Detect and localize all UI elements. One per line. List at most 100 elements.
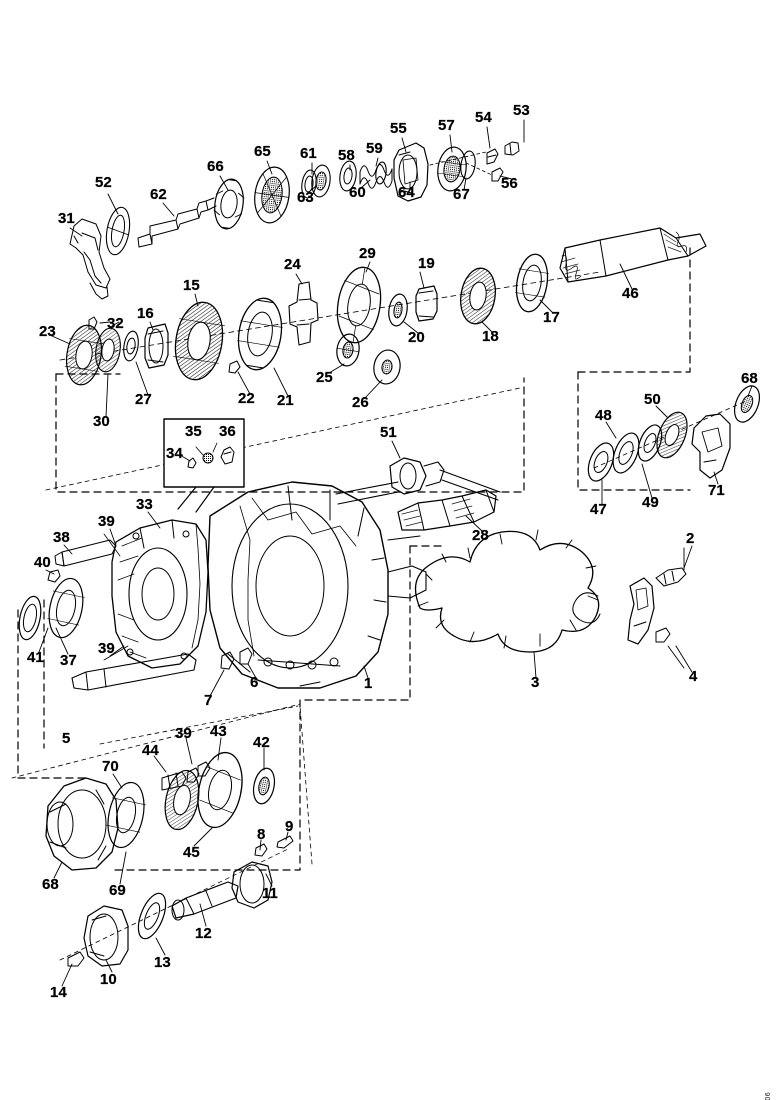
part-23-gear <box>64 324 104 386</box>
part-9-pin <box>276 835 294 849</box>
callout-38: 38 <box>53 529 70 546</box>
callout-23: 23 <box>39 323 56 340</box>
callout-68: 68 <box>741 370 758 387</box>
part-10-flange <box>83 905 129 967</box>
callout-49: 49 <box>642 494 659 511</box>
callout-21: 21 <box>277 392 294 409</box>
part-70-yoke <box>45 777 119 871</box>
callout-18: 18 <box>482 328 499 345</box>
callout-28: 28 <box>472 527 489 544</box>
part-63-hub <box>311 164 331 198</box>
callout-8: 8 <box>257 826 266 843</box>
part-39-lower-bolt <box>186 767 200 783</box>
callout-29: 29 <box>359 245 376 262</box>
detail-callout-box <box>163 418 245 513</box>
part-40-bolt <box>47 569 61 583</box>
callout-20: 20 <box>408 329 425 346</box>
callout-14: 14 <box>50 984 67 1001</box>
callout-41: 41 <box>27 649 44 666</box>
callout-47: 47 <box>590 501 607 518</box>
callout-3: 3 <box>531 674 540 691</box>
part-18-bearing <box>459 267 497 325</box>
callout-43: 43 <box>210 723 227 740</box>
callout-40: 40 <box>34 554 51 571</box>
part-62-shaft <box>137 197 217 248</box>
callout-33: 33 <box>136 496 153 513</box>
part-57-gear <box>437 146 467 192</box>
part-1-main-housing <box>207 481 427 689</box>
callout-39: 39 <box>98 513 115 530</box>
callout-57: 57 <box>438 117 455 134</box>
callout-59: 59 <box>366 140 383 157</box>
callout-65: 65 <box>254 143 271 160</box>
part-24-shift-fork <box>288 281 319 346</box>
callout-64: 64 <box>398 184 415 201</box>
callout-6: 6 <box>250 674 259 691</box>
callout-12: 12 <box>195 925 212 942</box>
part-32-clip <box>88 316 111 330</box>
callout-19: 19 <box>418 255 435 272</box>
part-71-yoke <box>691 413 731 479</box>
callout-17: 17 <box>543 309 560 326</box>
callout-24: 24 <box>284 256 301 273</box>
diagram-id-code: 1592806 <box>765 1092 772 1100</box>
part-26-disc <box>373 349 401 385</box>
group-upper-left-dashed <box>55 373 525 493</box>
callout-62: 62 <box>150 186 167 203</box>
callout-55: 55 <box>390 120 407 137</box>
group-lower-left-dashed <box>17 599 89 779</box>
part-47-ring <box>587 442 615 482</box>
callout-42: 42 <box>253 734 270 751</box>
part-48-ring <box>612 432 640 474</box>
part-5-shaft <box>71 653 197 691</box>
part-41-ring <box>18 595 42 641</box>
callout-27: 27 <box>135 391 152 408</box>
callout-58: 58 <box>338 147 355 164</box>
callout-36: 36 <box>219 423 236 440</box>
part-31-shift-fork <box>69 218 111 300</box>
callout-39c: 39 <box>175 725 192 742</box>
part-29-hub <box>336 266 382 344</box>
callout-39b: 39 <box>98 640 115 657</box>
callout-25: 25 <box>316 369 333 386</box>
callout-68b: 68 <box>42 876 59 893</box>
part-53-bolt <box>504 141 520 156</box>
callout-48: 48 <box>595 407 612 424</box>
callout-11: 11 <box>262 885 278 902</box>
callout-7: 7 <box>204 692 213 709</box>
part-6-fastener <box>239 647 253 665</box>
callout-32: 32 <box>107 315 124 332</box>
callout-70: 70 <box>102 758 119 775</box>
part-8-clip <box>254 843 268 857</box>
part-33-front-housing <box>111 519 209 669</box>
callout-52: 52 <box>95 174 112 191</box>
part-50-bearing <box>656 411 688 459</box>
part-45-gear <box>197 751 243 829</box>
part-60-washer <box>375 161 387 185</box>
callout-60: 60 <box>349 184 366 201</box>
callout-67: 67 <box>453 186 470 203</box>
callout-35: 35 <box>185 423 202 440</box>
part-16-bearing <box>144 323 169 369</box>
part-15-gear <box>173 301 225 381</box>
part-68-flange <box>164 769 200 831</box>
callout-5: 5 <box>62 730 71 747</box>
part-37-bearing <box>47 577 85 639</box>
part-14-bolt <box>67 951 85 967</box>
part-12-shaft <box>171 881 239 921</box>
callout-31: 31 <box>58 210 75 227</box>
callout-54: 54 <box>475 109 492 126</box>
part-55-housing <box>393 142 429 202</box>
callout-53: 53 <box>513 102 530 119</box>
callout-37: 37 <box>60 652 77 669</box>
callout-50: 50 <box>644 391 661 408</box>
part-13-ring <box>137 892 167 940</box>
callout-22: 22 <box>238 390 255 407</box>
callout-45: 45 <box>183 844 200 861</box>
part-4-lower-bolt <box>655 627 671 643</box>
part-44-bolt <box>161 771 187 791</box>
callout-44: 44 <box>142 742 159 759</box>
part-2-bolt <box>655 567 687 587</box>
